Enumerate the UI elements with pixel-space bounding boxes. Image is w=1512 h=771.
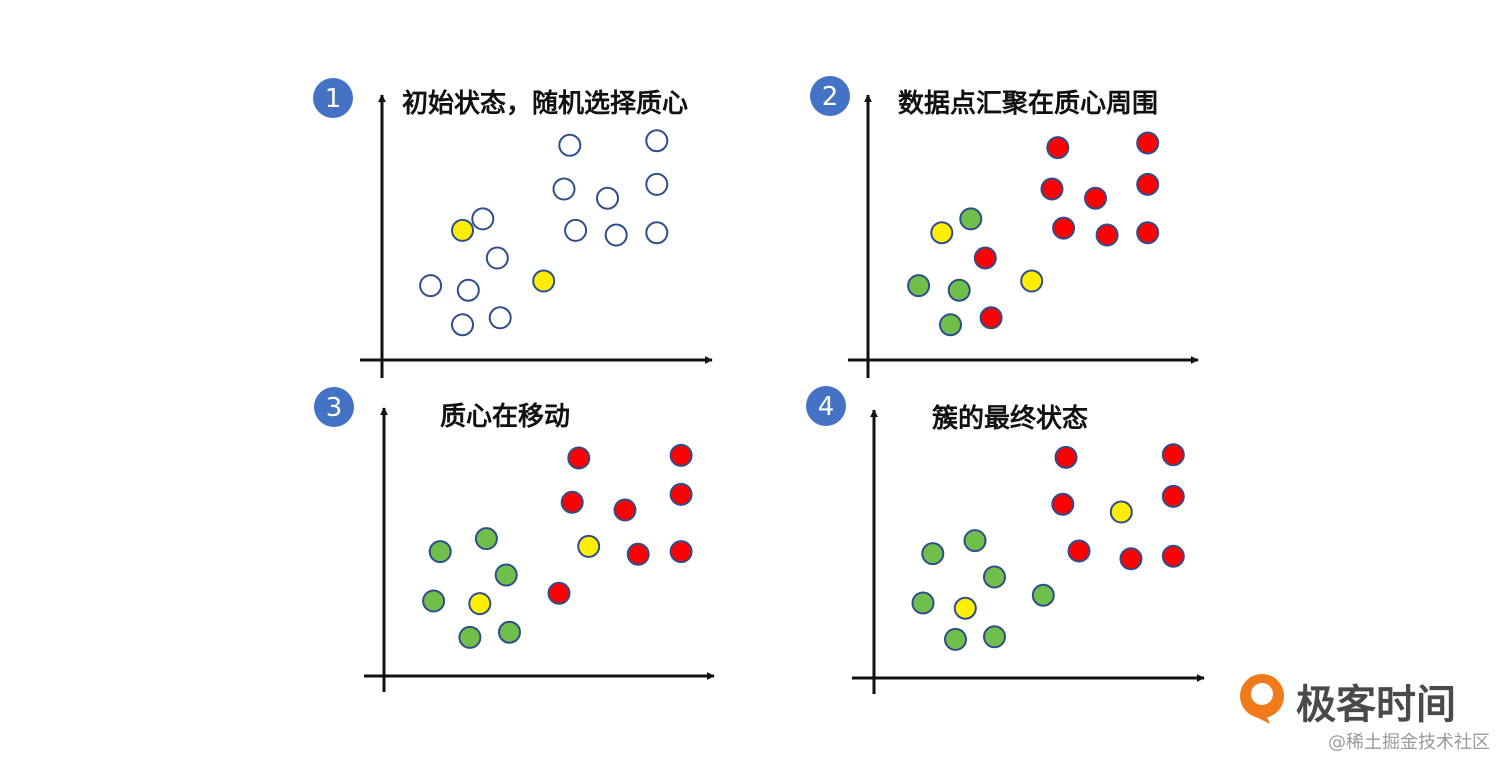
point-red-8 [1046,136,1070,160]
point-green-7 [1031,583,1055,607]
point-green-3 [422,589,446,613]
point-red-9 [560,490,584,514]
geektime-logo-icon [1240,674,1284,724]
point-hollow-13 [645,129,669,153]
point-hollow-14 [645,172,669,196]
point-red-15 [1136,221,1160,245]
point-hollow-12 [604,223,628,247]
point-hollow-4 [456,278,480,302]
point-green-3 [911,591,935,615]
point-hollow-2 [485,246,509,270]
point-hollow-8 [558,133,582,157]
point-green-4 [947,278,971,302]
point-red-14 [1161,484,1185,508]
point-red-8 [1054,445,1078,469]
point-green-6 [498,620,521,644]
point-red-2 [973,246,997,270]
point-yellow-0 [451,218,474,242]
panel-title: 簇的最终状态 [932,403,1088,434]
data-points [907,131,1160,337]
point-green-1 [963,529,987,553]
step-badge [810,76,850,116]
point-yellow-4 [468,592,492,616]
data-points [911,443,1185,651]
point-green-6 [983,625,1006,649]
point-red-15 [669,540,693,564]
point-green-1 [959,207,983,231]
step-number: 4 [818,392,835,422]
point-red-14 [1136,172,1160,196]
point-red-12 [1095,223,1119,247]
point-red-10 [1052,216,1076,240]
data-points [422,443,693,649]
point-red-10 [1067,539,1091,563]
panel-title: 数据点汇聚在质心周围 [898,88,1158,119]
panel-1: 1 初始状态，随机选择质心 [313,78,713,378]
point-yellow-4 [953,596,977,620]
point-hollow-9 [552,177,576,201]
point-green-2 [494,563,518,587]
point-hollow-5 [451,313,474,337]
step-number: 1 [325,84,342,114]
panel-title: 初始状态，随机选择质心 [402,88,688,119]
point-red-11 [1084,186,1107,210]
point-hollow-10 [564,218,588,242]
point-red-13 [1161,443,1185,467]
geektime-logo: 极客时间 [1240,674,1456,728]
step-badge [806,386,846,426]
point-green-0 [921,542,945,566]
point-yellow-0 [930,221,954,245]
point-yellow-11 [1109,500,1133,524]
point-green-3 [907,274,931,298]
point-red-9 [1051,492,1075,516]
step-number: 3 [326,393,343,423]
point-red-13 [669,443,693,467]
point-yellow-7 [532,269,556,293]
point-hollow-6 [488,306,512,330]
point-hollow-3 [419,274,443,298]
point-red-9 [1040,177,1064,201]
point-red-8 [567,446,591,470]
panel-2: 2 数据点汇聚在质心周围 [810,76,1199,378]
watermark: @稀土掘金技术社区 [1328,732,1490,753]
point-green-5 [944,627,967,651]
point-red-6 [979,306,1003,330]
point-green-5 [939,313,962,337]
point-red-12 [1119,547,1143,571]
point-yellow-7 [1020,269,1044,293]
point-green-5 [458,625,482,649]
point-hollow-15 [645,221,669,245]
point-green-0 [428,540,452,564]
step-badge [313,78,353,118]
point-hollow-1 [471,207,495,231]
point-red-7 [547,581,571,605]
point-red-11 [613,498,637,522]
point-red-12 [626,542,650,566]
point-green-2 [983,565,1006,589]
step-badge [314,387,354,427]
point-red-13 [1136,131,1160,155]
panel-title: 质心在移动 [440,402,570,432]
step-number: 2 [822,82,839,112]
point-hollow-11 [596,186,619,210]
point-red-15 [1161,544,1185,568]
data-points [419,129,669,337]
point-yellow-10 [577,534,601,558]
panel-4: 4 簇的最终状态 [806,386,1205,694]
point-green-1 [474,527,498,551]
panel-3: 3 质心在移动 [314,387,715,692]
logo-text: 极客时间 [1296,682,1456,728]
point-red-14 [669,482,693,506]
